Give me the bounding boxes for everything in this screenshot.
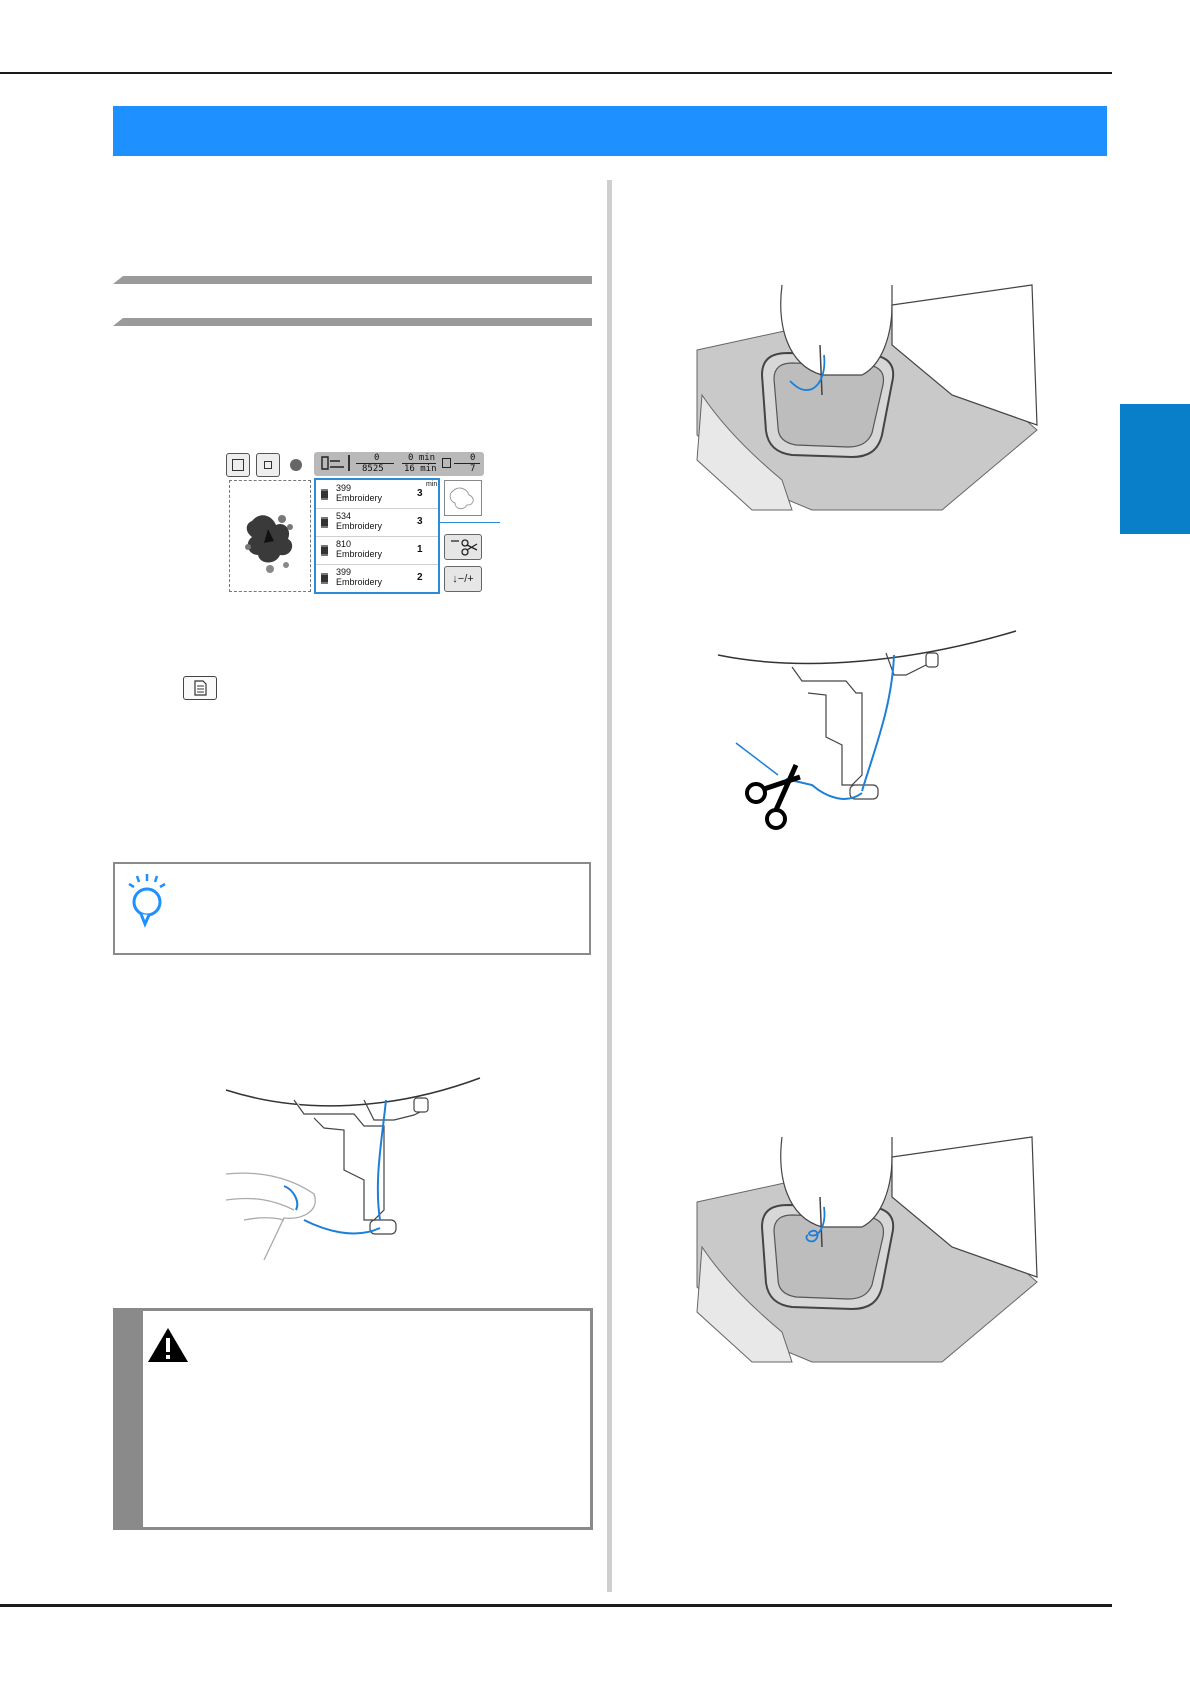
list-item[interactable]: 534 Embroidery 3 — [316, 508, 438, 537]
bottom-rule — [0, 1604, 1112, 1607]
stitch-counter-current: 0 — [374, 453, 380, 463]
thread-spool-icon — [321, 517, 328, 528]
caution-sidebar — [113, 1308, 143, 1530]
stitch-counter-total: 8525 — [362, 464, 384, 474]
subsection-bar-top — [113, 276, 592, 284]
section-header-banner — [113, 106, 1107, 156]
color-change-icon — [442, 458, 451, 468]
thread-spool-icon — [321, 573, 328, 584]
lightbulb-icon — [128, 874, 166, 928]
presser-foot-icon — [321, 456, 344, 470]
callout-line — [440, 522, 500, 523]
hold-thread-illustration — [225, 1077, 481, 1261]
chapter-side-tab — [1120, 404, 1190, 534]
pattern-preview — [229, 480, 311, 592]
scissors-icon — [745, 763, 801, 830]
caution-box — [113, 1308, 593, 1530]
lcd-screen-illustration: 0 8525 0 min 16 min 0 7 399 Embroidery 3… — [224, 450, 484, 596]
column-divider — [607, 180, 612, 1592]
note-box — [113, 862, 591, 955]
color-current: 0 — [470, 453, 476, 463]
frame-small-icon[interactable] — [256, 453, 280, 477]
thread-ball-icon — [290, 459, 302, 471]
needle-icon — [348, 455, 350, 471]
frame-icon[interactable] — [226, 453, 250, 477]
time-total: 16 min — [404, 464, 437, 474]
list-item[interactable]: 399 Embroidery 3 min — [316, 480, 438, 509]
embroidery-pattern-image — [245, 515, 293, 573]
list-item[interactable]: 810 Embroidery 1 — [316, 536, 438, 565]
document-icon[interactable] — [183, 676, 217, 700]
lcd-status-header: 0 8525 0 min 16 min 0 7 — [314, 452, 484, 476]
thread-spool-icon — [321, 489, 328, 500]
scissors-icon — [451, 539, 478, 556]
subsection-bar-bottom — [113, 318, 592, 326]
cut-thread-illustration — [717, 630, 1017, 830]
color-total: 7 — [470, 464, 476, 474]
thread-color-list[interactable]: 399 Embroidery 3 min 534 Embroidery 3 81… — [314, 478, 440, 594]
top-rule — [0, 72, 1112, 74]
thread-spool-icon — [321, 545, 328, 556]
mini-pattern-preview — [444, 480, 482, 516]
list-item[interactable]: 399 Embroidery 2 — [316, 564, 438, 592]
thread-cut-button[interactable] — [444, 534, 482, 560]
machine-hoop-illustration-bottom — [696, 1136, 1038, 1363]
time-current: 0 min — [408, 453, 436, 463]
machine-hoop-illustration-top — [696, 284, 1038, 511]
needle-position-button[interactable]: ↓−/+ — [444, 566, 482, 592]
warning-triangle-icon — [148, 1328, 188, 1362]
